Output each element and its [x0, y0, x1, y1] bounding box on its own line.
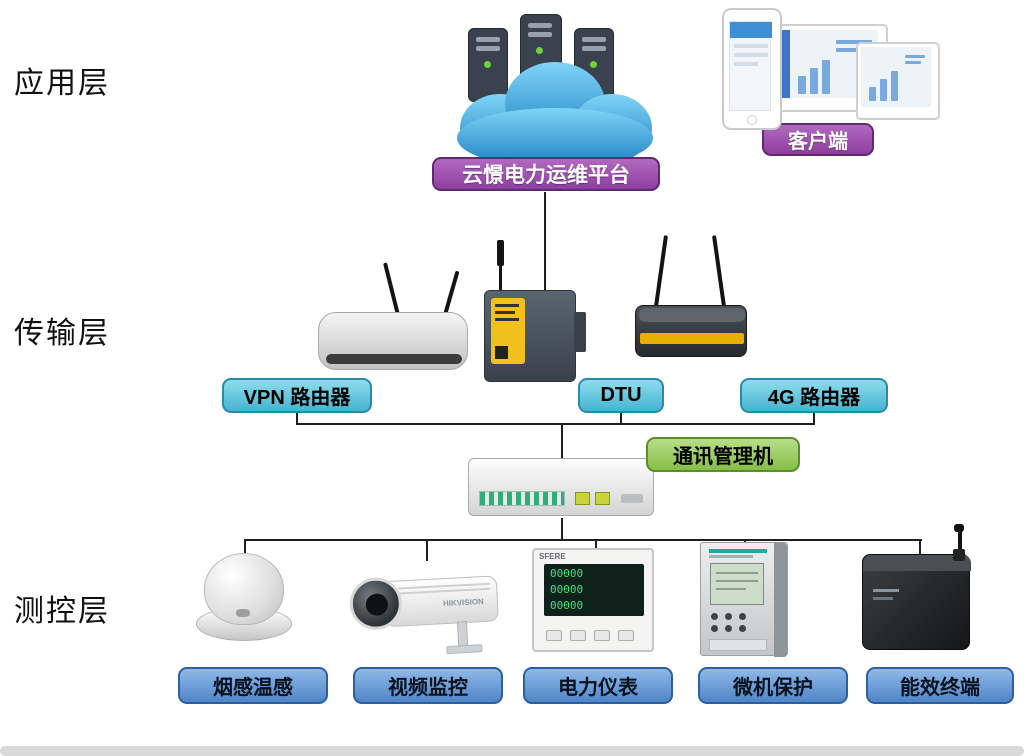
connector-measurement-bus	[244, 539, 922, 541]
connector-comm-down	[561, 518, 563, 540]
cloud-icon	[457, 62, 653, 168]
layer-label-measurement: 测控层	[14, 595, 110, 628]
dtu-illustration	[470, 240, 590, 382]
antenna-icon	[712, 235, 726, 307]
meter-button	[546, 630, 562, 641]
connector-drop-energy	[919, 541, 921, 555]
monitor-illustration	[856, 42, 940, 120]
label-dtu: DTU	[578, 378, 664, 413]
power-meter-illustration: SFERE 00000 00000 00000	[532, 548, 660, 656]
server-tower-icon	[468, 28, 508, 102]
label-platform: 云憬电力运维平台	[432, 157, 660, 191]
antenna-icon	[497, 240, 504, 266]
protection-button	[725, 625, 732, 632]
comm-manager-illustration	[468, 458, 658, 522]
label-4g-router: 4G 路由器	[740, 378, 888, 413]
connector-drop-video	[426, 541, 428, 561]
4g-router-illustration	[635, 235, 755, 370]
label-power-meter: 电力仪表	[523, 667, 673, 704]
camera-illustration: HIKVISION	[347, 551, 507, 659]
connector-vpn-stub	[296, 413, 298, 424]
connector-drop-smoke	[244, 541, 246, 557]
protection-button	[725, 613, 732, 620]
meter-display: 00000 00000 00000	[544, 564, 644, 616]
label-comm-manager: 通讯管理机	[646, 437, 800, 472]
phone-illustration	[722, 8, 782, 130]
qr-code-icon	[495, 346, 508, 359]
bottom-bar	[0, 746, 1024, 756]
meter-button	[594, 630, 610, 641]
label-energy-terminal: 能效终端	[866, 667, 1014, 704]
connector-bus-to-comm	[561, 425, 563, 461]
label-smoke-sensor: 烟感温感	[178, 667, 328, 704]
protection-button	[711, 613, 718, 620]
label-client: 客户端	[762, 123, 874, 156]
connector-transmission-bus	[296, 423, 815, 425]
antenna-icon	[654, 235, 668, 307]
ethernet-port-icon	[595, 492, 610, 505]
smoke-detector-illustration	[196, 553, 296, 653]
protection-lcd-screen	[710, 563, 764, 605]
protection-button	[739, 625, 746, 632]
connector-drop-meter	[595, 541, 597, 549]
ethernet-port-icon	[575, 492, 590, 505]
energy-terminal-illustration	[862, 524, 982, 654]
meter-brand-text: SFERE	[539, 552, 566, 561]
layer-label-application: 应用层	[14, 67, 110, 100]
layer-label-transmission: 传输层	[14, 317, 110, 350]
connector-4g-stub	[813, 413, 815, 424]
antenna-icon	[958, 526, 962, 554]
connector-cloud-to-dtu	[544, 192, 546, 290]
label-vpn-router: VPN 路由器	[222, 378, 372, 413]
protection-relay-illustration	[700, 542, 792, 660]
vpn-router-illustration	[318, 262, 478, 374]
label-video-monitor: 视频监控	[353, 667, 503, 704]
label-micro-protection: 微机保护	[698, 667, 848, 704]
meter-button	[618, 630, 634, 641]
camera-brand-text: HIKVISION	[442, 597, 485, 609]
protection-button	[739, 613, 746, 620]
protection-button	[711, 625, 718, 632]
meter-button	[570, 630, 586, 641]
connector-dtu-stub	[620, 413, 622, 424]
antenna-icon	[499, 264, 502, 292]
